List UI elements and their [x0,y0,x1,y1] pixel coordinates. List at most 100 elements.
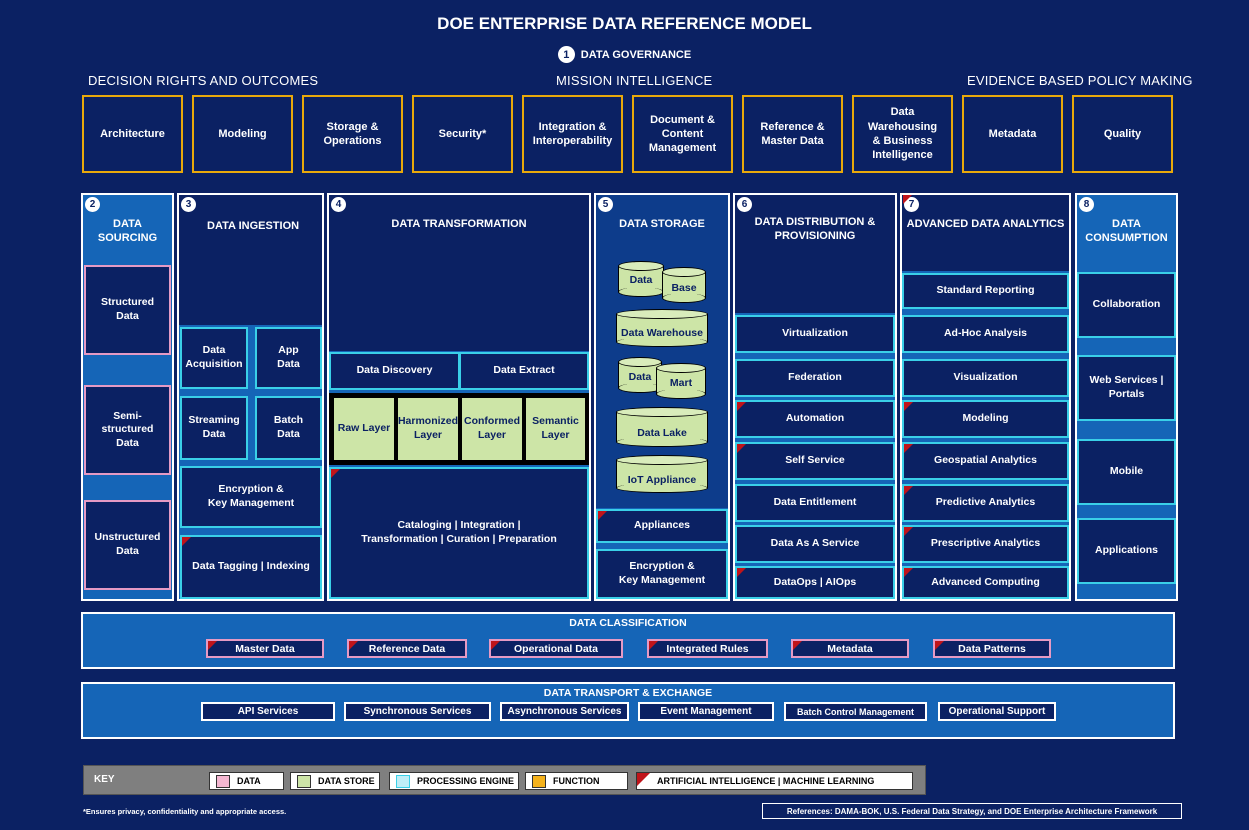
ai-marker [637,773,650,786]
data-mart-label-1: Data [628,371,652,383]
function-architecture: Architecture [82,95,183,173]
operational-data-chip: Operational Data [489,639,623,658]
mobile-box: Mobile [1077,439,1176,505]
advanced-analytics-header: ADVANCED DATA ANALYTICS [906,218,1065,230]
raw-layer-box: Raw Layer [332,396,396,462]
database-base-cylinder: Base [662,267,706,303]
standard-reporting-box: Standard Reporting [902,273,1069,309]
event-management-chip: Event Management [638,702,774,721]
visualization-box: Visualization [902,359,1069,397]
web-services-portals-box: Web Services | Portals [1077,355,1176,421]
ingestion-encryption-box: Encryption & Key Management [180,466,322,528]
semantic-layer-box: Semantic Layer [524,396,587,462]
legend-key: KEY DATA DATA STORE PROCESSING ENGINE FU… [83,765,926,795]
data-transformation-column: 4 DATA TRANSFORMATION Data Discovery Dat… [327,193,591,601]
app-data-box: App Data [255,327,322,389]
data-entitlement-box: Data Entitlement [735,484,895,522]
master-data-label: Master Data [235,642,295,655]
modeling-label: Modeling [962,412,1009,425]
conformed-layer-box: Conformed Layer [460,396,524,462]
function-integration: Integration & Interoperability [522,95,623,173]
ai-marker [649,641,658,650]
data-ingestion-header: DATA INGESTION [207,220,300,232]
data-storage-column: 5 DATA STORAGE Data Base Data Warehouse … [594,193,730,601]
advanced-analytics-column: 7 ADVANCED DATA ANALYTICS Standard Repor… [900,193,1071,601]
api-services-chip: API Services [201,702,335,721]
key-data-store-item: DATA STORE [290,772,380,790]
reference-data-label: Reference Data [368,642,446,655]
data-distribution-column: 6 DATA DISTRIBUTION & PROVISIONING Virtu… [733,193,897,601]
key-ai-item: ARTIFICIAL INTELLIGENCE | MACHINE LEARNI… [636,772,913,790]
data-mart-label-2: Mart [669,377,693,389]
data-sourcing-header: DATA SOURCING [97,217,158,244]
storage-encryption-box: Encryption & Key Management [596,549,728,599]
references-box: References: DAMA-BOK, U.S. Federal Data … [762,803,1182,819]
data-extract-box: Data Extract [459,352,589,390]
key-processing-engine-item: PROCESSING ENGINE [389,772,519,790]
database-cylinder: Data [618,261,664,297]
section-number-badge: 8 [1079,197,1094,212]
dataops-label: DataOps | AIOps [773,575,857,588]
self-service-label: Self Service [785,454,845,467]
ai-marker [491,641,500,650]
data-consumption-column: 8 DATA CONSUMPTION Collaboration Web Ser… [1075,193,1178,601]
key-function-label: FUNCTION [553,776,600,786]
ai-marker [904,527,913,536]
integrated-rules-label: Integrated Rules [666,642,749,655]
data-consumption-header: DATA CONSUMPTION [1085,218,1168,245]
diagram-title: DOE ENTERPRISE DATA REFERENCE MODEL [437,14,812,33]
ai-marker [793,641,802,650]
function-data-warehousing: Data Warehousing & Business Intelligence [852,95,953,173]
processing-engine-swatch [396,774,410,788]
ai-marker [737,568,746,577]
function-document-content: Document & Content Management [632,95,733,173]
section-number-badge: 3 [181,197,196,212]
data-lake-cylinder: Data Lake [616,407,708,447]
streaming-data-box: Streaming Data [180,396,248,460]
cataloging-box: Cataloging | Integration | Transformatio… [329,467,589,599]
function-quality: Quality [1072,95,1173,173]
ai-marker [598,511,607,520]
data-sourcing-column: 2 DATA SOURCING Structured Data Semi- st… [81,193,174,601]
geospatial-analytics-box: Geospatial Analytics [902,442,1069,480]
iot-appliance-cylinder: IoT Appliance [616,455,708,493]
data-patterns-chip: Data Patterns [933,639,1051,658]
theme-decision-rights: DECISION RIGHTS AND OUTCOMES [88,73,319,88]
predictive-analytics-box: Predictive Analytics [902,484,1069,522]
data-transport-band: DATA TRANSPORT & EXCHANGE API Services S… [81,682,1175,739]
virtualization-box: Virtualization [735,315,895,353]
data-distribution-header: DATA DISTRIBUTION & PROVISIONING [754,216,876,243]
appliances-box: Appliances [596,509,728,543]
ai-marker [903,195,912,204]
batch-control-management-chip: Batch Control Management [784,702,927,721]
iot-appliance-label: IoT Appliance [627,474,697,486]
key-label: KEY [94,774,115,785]
data-storage-header: DATA STORAGE [619,218,705,230]
appliances-label: Appliances [633,519,691,532]
data-classification-band: DATA CLASSIFICATION Master Data Referenc… [81,612,1175,669]
ai-marker [331,469,340,478]
modeling-box: Modeling [902,400,1069,438]
key-data-store-label: DATA STORE [318,776,375,786]
data-store-swatch [297,774,311,788]
synchronous-services-chip: Synchronous Services [344,702,491,721]
data-governance-heading: 1 DATA GOVERNANCE [0,46,1249,63]
key-processing-label: PROCESSING ENGINE [417,776,515,786]
semi-structured-data-box: Semi- structured Data [84,385,171,475]
data-warehouse-label: Data Warehouse [621,327,703,339]
section-number-badge: 6 [737,197,752,212]
theme-mission-intelligence: MISSION INTELLIGENCE [556,73,713,88]
key-data-label: DATA [237,776,261,786]
transformation-layers-strip: Raw Layer Harmonized Layer Conformed Lay… [329,393,589,465]
ai-marker [737,444,746,453]
data-discovery-box: Data Discovery [329,352,460,390]
function-metadata: Metadata [962,95,1063,173]
dataops-aiops-box: DataOps | AIOps [735,566,895,599]
harmonized-layer-box: Harmonized Layer [396,396,460,462]
ai-marker [208,641,217,650]
theme-evidence-based-policy: EVIDENCE BASED POLICY MAKING [967,73,1193,88]
reference-data-chip: Reference Data [347,639,467,658]
function-reference-master: Reference & Master Data [742,95,843,173]
integrated-rules-chip: Integrated Rules [647,639,768,658]
operational-support-chip: Operational Support [938,702,1056,721]
